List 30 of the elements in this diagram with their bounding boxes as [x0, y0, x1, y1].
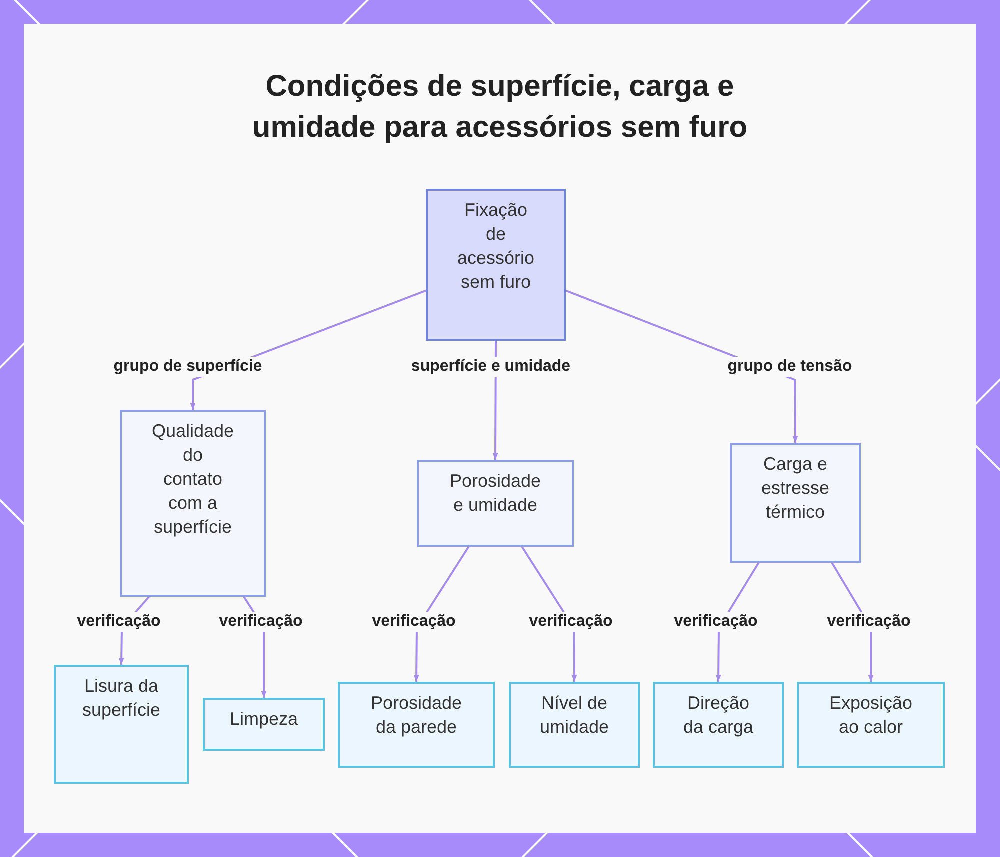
check-box — [54, 665, 189, 784]
category-box — [730, 443, 861, 563]
title: Condições de superfície, carga e umidade para acessórios sem furo — [251, 69, 749, 146]
edge-label: grupo de superfície — [112, 357, 264, 377]
edge-label: verificação — [527, 612, 615, 632]
edge-label: verificação — [217, 612, 305, 632]
node-text: Nível de umidade — [538, 692, 610, 739]
edge-label: verificação — [672, 612, 760, 632]
node-text: Lisura da superfície — [81, 675, 162, 722]
check-box — [338, 682, 495, 768]
edge-label: verificação — [75, 612, 163, 632]
check-box — [203, 698, 325, 751]
node-text: Porosidade e umidade — [448, 470, 542, 517]
edge-label: superfície e umidade — [409, 357, 573, 377]
edge-label: verificação — [370, 612, 458, 632]
check-box — [509, 682, 640, 768]
category-box — [120, 410, 266, 597]
node-text: Porosidade da parede — [370, 692, 464, 739]
node-text: Direção da carga — [682, 692, 755, 739]
edge-label: grupo de tensão — [726, 357, 854, 377]
edge-label: verificação — [825, 612, 913, 632]
node-text: Qualidade do contato com a superfície — [152, 420, 234, 539]
check-box — [797, 682, 945, 768]
node-text: Fixação de acessório sem furo — [456, 199, 536, 294]
node-text: Limpeza — [228, 708, 300, 731]
category-box — [417, 460, 574, 547]
check-box — [653, 682, 784, 768]
root-box — [426, 189, 566, 341]
node-text: Exposição ao calor — [828, 692, 914, 739]
node-text: Carga e estresse térmico — [760, 453, 831, 524]
